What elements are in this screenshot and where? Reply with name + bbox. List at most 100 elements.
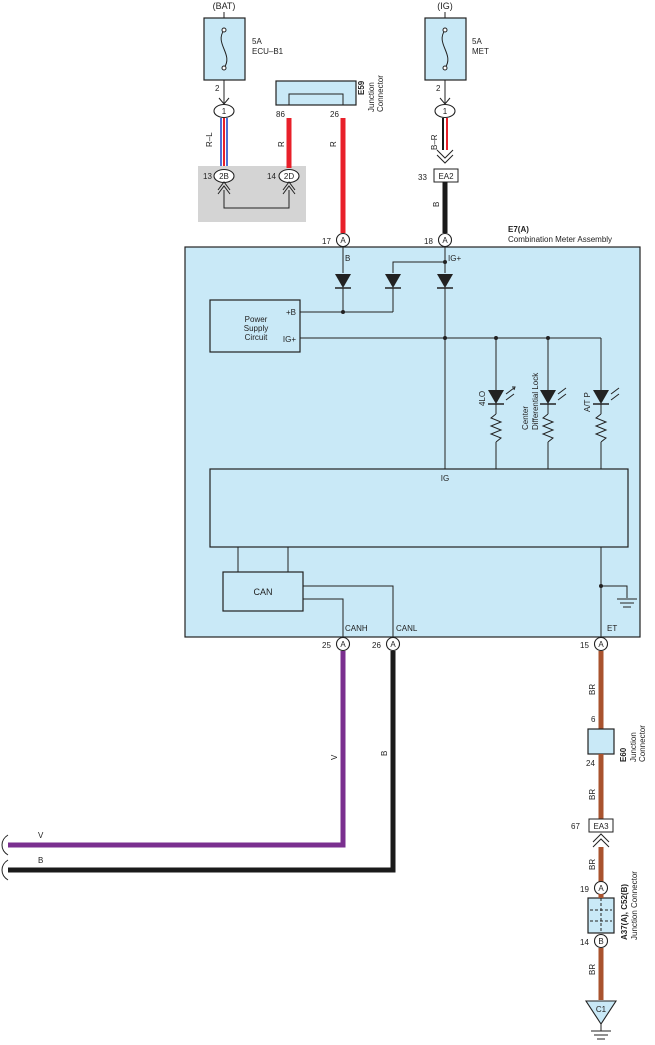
svg-text:Junction Connector: Junction Connector (630, 871, 639, 940)
svg-text:BR: BR (588, 684, 597, 695)
svg-text:MET: MET (472, 47, 489, 56)
resistor-icon (489, 413, 503, 443)
svg-text:Differential Lock: Differential Lock (531, 372, 540, 430)
wire-b-r: B–R (430, 118, 454, 164)
led-icon (593, 390, 609, 404)
svg-text:EA2: EA2 (438, 172, 454, 181)
svg-text:5A: 5A (472, 37, 482, 46)
svg-text:26: 26 (330, 110, 339, 119)
meter-name: Combination Meter Assembly (508, 235, 612, 244)
svg-text:Connector: Connector (376, 75, 385, 112)
wire-v-canh (8, 651, 346, 848)
wire-b-canl (8, 651, 396, 873)
ground-point-c1: C1 (584, 1000, 618, 1040)
inline-connector-bat (213, 103, 235, 119)
svg-text:A: A (598, 640, 604, 649)
svg-text:17: 17 (322, 237, 331, 246)
pin-18: 18 A (424, 232, 453, 248)
resistor-icon (541, 413, 555, 443)
svg-text:18: 18 (424, 237, 433, 246)
svg-text:33: 33 (418, 173, 427, 182)
svg-text:13: 13 (203, 172, 212, 181)
svg-text:A: A (598, 884, 604, 893)
svg-text:2: 2 (436, 84, 441, 93)
svg-text:IG: IG (441, 474, 449, 483)
svg-text:A/T P: A/T P (583, 392, 592, 412)
svg-text:14: 14 (580, 938, 589, 947)
junction-connector-e59: E59 Junction Connector 86 26 (275, 75, 385, 119)
svg-text:BR: BR (588, 789, 597, 800)
pin-2b: 13 2B (203, 168, 235, 195)
svg-text:IG+: IG+ (283, 335, 296, 344)
led-icon (540, 390, 556, 404)
pin-2d: 14 2D (267, 168, 300, 195)
svg-text:Junction: Junction (367, 82, 376, 112)
pin-25: 25 A (322, 636, 351, 652)
ig-source-label: (IG) (437, 1, 453, 11)
svg-text:B: B (380, 751, 389, 756)
svg-text:2B: 2B (219, 172, 229, 181)
fuse-symbol-icon (220, 29, 228, 69)
svg-text:B: B (345, 254, 350, 263)
fuse-ecu-b1: (BAT) 5A ECU–B1 2 1 (203, 1, 284, 119)
power-supply-circuit: Power Supply Circuit +B IG+ (209, 299, 301, 353)
svg-text:86: 86 (276, 110, 285, 119)
continuation-break-icon (1, 834, 9, 881)
svg-text:A: A (442, 236, 448, 245)
meter-ic-block (209, 468, 629, 548)
meter-code: E7(A) (508, 225, 529, 234)
pin-26: 26 A (372, 636, 401, 652)
indicator-center-diff-lock: Center Differential Lock (521, 338, 567, 469)
svg-text:E60: E60 (619, 747, 628, 762)
svg-text:B: B (598, 937, 603, 946)
svg-text:R: R (277, 141, 286, 147)
svg-text:A37(A), C52(B): A37(A), C52(B) (620, 884, 629, 940)
fuse-bat-name: ECU–B1 (252, 47, 284, 56)
svg-text:1: 1 (222, 107, 227, 116)
svg-text:19: 19 (580, 885, 589, 894)
svg-text:A: A (390, 640, 396, 649)
svg-text:V: V (330, 754, 339, 760)
svg-text:V: V (38, 831, 44, 840)
svg-text:Center: Center (521, 406, 530, 430)
svg-text:14: 14 (267, 172, 276, 181)
pin-17: 17 A (322, 232, 351, 248)
fuse-bat-rating: 5A (252, 37, 262, 46)
svg-text:CANL: CANL (396, 624, 418, 633)
bat-source-label: (BAT) (213, 1, 236, 11)
svg-text:Circuit: Circuit (245, 333, 268, 342)
svg-text:B: B (38, 856, 43, 865)
svg-text:C1: C1 (596, 1005, 607, 1014)
junction-connector-e60: 6 24 E60 Junction Connector (586, 715, 647, 768)
svg-text:E59: E59 (357, 80, 366, 95)
svg-text:1: 1 (443, 107, 448, 116)
svg-text:CAN: CAN (253, 587, 272, 597)
svg-text:B–R: B–R (430, 134, 439, 150)
led-icon (488, 390, 504, 404)
connector-ea3: 67 EA3 (571, 818, 614, 833)
svg-text:+B: +B (286, 308, 296, 317)
ground-icon (591, 1030, 611, 1040)
can-block (222, 571, 304, 612)
svg-text:2D: 2D (284, 172, 294, 181)
fuse-symbol-icon (441, 29, 449, 69)
junction-connector-a37-c52: 19 A 14 B A37(A), C52(B) Junction Connec… (580, 871, 639, 949)
svg-text:R: R (329, 141, 338, 147)
svg-text:6: 6 (591, 715, 596, 724)
fuse-bat-pin: 2 (215, 84, 220, 93)
wire-color-r-l: R–L (205, 132, 214, 147)
svg-text:Connector: Connector (638, 725, 647, 762)
svg-text:4LO: 4LO (478, 391, 487, 406)
svg-text:A: A (340, 640, 346, 649)
svg-text:25: 25 (322, 641, 331, 650)
svg-text:Supply: Supply (244, 324, 268, 333)
svg-text:Power: Power (245, 315, 268, 324)
internal-link (223, 190, 290, 209)
ground-icon (617, 598, 637, 608)
svg-text:67: 67 (571, 822, 580, 831)
svg-text:B: B (432, 202, 441, 207)
svg-text:BR: BR (588, 859, 597, 870)
pin-15: 15 A (580, 636, 609, 652)
svg-text:IG+: IG+ (448, 254, 461, 263)
